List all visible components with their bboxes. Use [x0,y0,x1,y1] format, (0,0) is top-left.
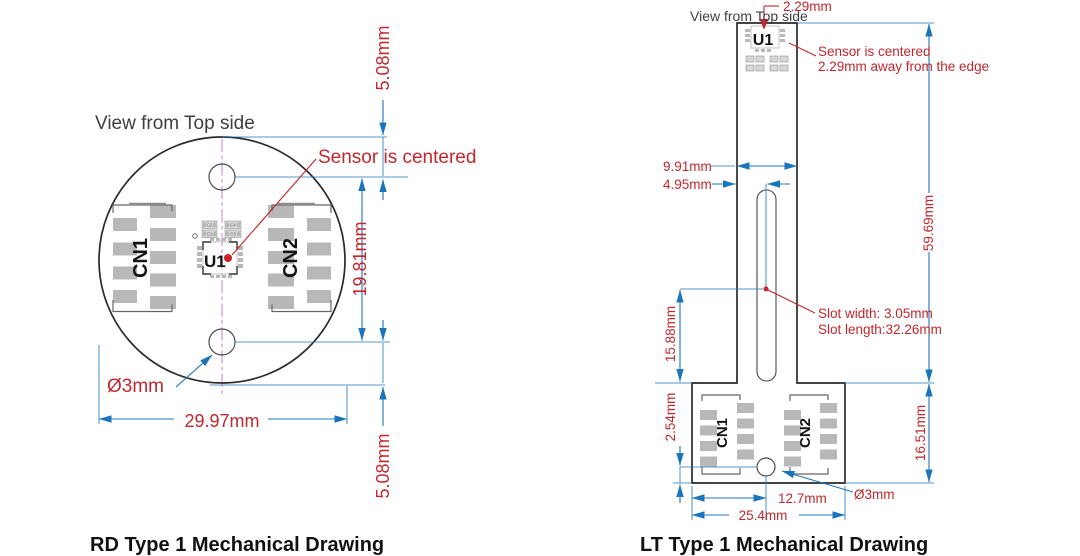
rd-dim-hole-spacing: 19.81mm [350,221,370,296]
rd-cn2-connector: CN2 [268,202,332,313]
cap-c3-label: C3 [230,232,236,237]
lt-dim-hole-dia: Ø3mm [854,487,895,502]
cap-c2-label: C2 [207,223,213,228]
lt-sensor-note-2: 2.29mm away from the edge [818,59,989,74]
slot-leader [765,288,816,314]
lt-cn1-label: CN1 [714,418,731,448]
rd-caption: RD Type 1 Mechanical Drawing [90,534,384,556]
rd-sensor-note: Sensor is centered [318,147,476,168]
cn1-bottom-bracket [701,467,741,475]
rd-cn2-label: CN2 [280,238,302,278]
sensor-leader [788,42,817,57]
lt-dim-sensor-offset: 2.29mm [783,0,832,14]
lt-dim-hole-x: 12.7mm [778,491,827,506]
lt-dim-upper-length: 59.69mm [921,195,936,251]
hole-dia-leader [175,354,213,388]
rd-dimensions [98,100,408,426]
rd-u1-chip: U1 [192,233,243,278]
rd-type1-drawing: CN1 CN2 C2 C4 C1 C3 [90,25,476,556]
lt-type1-drawing: U1 CN1 CN2 [640,0,989,556]
rd-dim-width: 29.97mm [184,411,259,431]
lt-dim-base-width: 25.4mm [739,508,788,523]
lt-dim-neck-width: 9.91mm [663,159,712,174]
lt-view-label: View from Top side [690,8,808,24]
lt-capacitors [745,55,789,72]
cn1-bottom-bracket [112,300,173,313]
lt-slot [756,189,777,382]
lt-cn2-label: CN2 [797,418,814,448]
hole-dia-leader [781,470,854,493]
sensor-leader [231,158,317,256]
rd-cn1-label: CN1 [130,238,152,278]
cn2-bottom-bracket [271,300,332,313]
cn1-top-bracket [701,394,741,401]
lt-dim-base-height: 16.51mm [913,405,928,461]
lt-dimensions [655,22,934,520]
lt-dim-hole-offset: 2.54mm [663,393,678,442]
pin1-marker [192,233,198,239]
cap-c1-label: C1 [207,232,213,237]
cap-c4-label: C4 [230,223,236,228]
lt-sensor-note-1: Sensor is centered [818,44,931,59]
lt-u1-label: U1 [753,32,774,49]
rd-sensor-dot [224,254,232,262]
lt-bottom-hole [756,457,776,477]
lt-red-annotations [759,5,817,314]
rd-dim-bottom-offset: 5.08mm [373,433,393,498]
rd-capacitors: C2 C4 C1 C3 [201,220,242,238]
lt-slot-note-1: Slot width: 3.05mm [818,306,933,321]
cn2-bottom-bracket [789,467,829,475]
lt-cn2-connector: CN2 [784,394,837,475]
lt-slot-note-2: Slot length:32.26mm [818,322,942,337]
cn2-top-bracket [789,394,829,401]
lt-dim-slot-to-base: 15.88mm [663,306,678,362]
lt-cn1-connector: CN1 [700,394,754,475]
rd-view-label: View from Top side [95,113,255,134]
lt-caption: LT Type 1 Mechanical Drawing [640,534,928,556]
rd-u1-label: U1 [204,252,226,271]
rd-cn1-connector: CN1 [112,202,176,313]
lt-dim-neck-half: 4.95mm [663,177,712,192]
rd-dim-top-offset: 5.08mm [373,25,393,90]
rd-dim-hole-dia: Ø3mm [107,376,164,397]
lt-u1-chip: U1 [745,25,785,52]
